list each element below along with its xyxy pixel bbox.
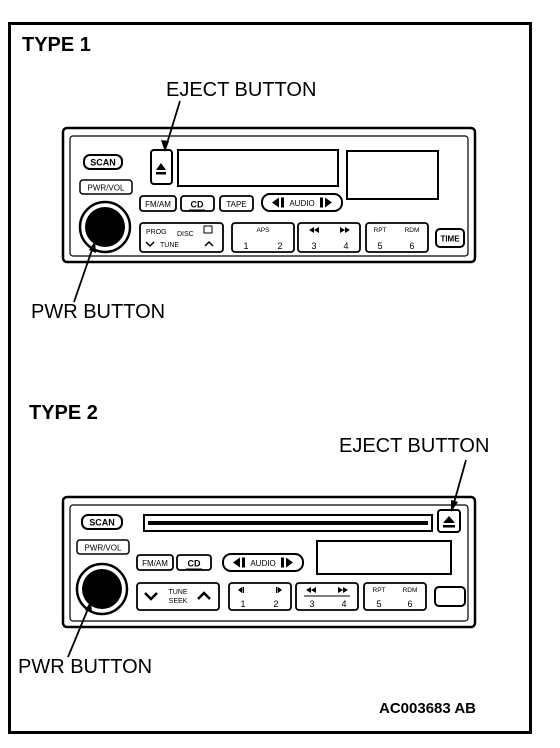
svg-text:PWR/VOL: PWR/VOL (85, 544, 122, 553)
type2-pwr-vol-label-box: PWR/VOL (76, 539, 130, 555)
type2-scan-button[interactable]: SCAN (81, 514, 123, 530)
type1-time-button[interactable]: TIME (435, 228, 465, 248)
type2-audio-button[interactable]: AUDIO (222, 553, 304, 572)
type1-pwr-vol-label-box: PWR/VOL (79, 179, 133, 195)
type2-preset-4: 4 (341, 599, 346, 609)
type1-eject-button[interactable] (150, 149, 173, 185)
type1-fm-am-button[interactable]: FM/AM (139, 195, 177, 212)
svg-text:DISC: DISC (177, 231, 194, 238)
svg-text:SCAN: SCAN (89, 518, 115, 528)
figure-id: AC003683 AB (379, 700, 476, 717)
svg-text:RPT: RPT (374, 227, 387, 234)
type1-preset-3: 3 (311, 241, 316, 251)
type1-prog-tune-button[interactable]: PROG DISC TUNE (139, 222, 224, 253)
svg-text:CD: CD (191, 200, 204, 210)
type2-preset-group-5-6[interactable]: RPT RDM 5 6 (363, 582, 427, 611)
type2-preset-1: 1 (240, 599, 245, 609)
svg-text:CD: CD (188, 559, 201, 569)
svg-text:TUNE: TUNE (168, 589, 187, 596)
svg-text:RDM: RDM (403, 587, 418, 594)
type1-scan-button[interactable]: SCAN (83, 154, 123, 170)
type2-fm-am-button[interactable]: FM/AM (136, 554, 174, 571)
type1-cd-button[interactable]: CD (180, 195, 215, 212)
svg-text:PROG: PROG (146, 229, 167, 236)
type1-eject-label: EJECT BUTTON (166, 79, 317, 101)
type2-eject-label: EJECT BUTTON (339, 435, 490, 457)
type2-pwr-label: PWR BUTTON (18, 656, 153, 678)
type1-leader-lines (73, 100, 181, 303)
svg-text:TAPE: TAPE (226, 200, 246, 209)
svg-text:AUDIO: AUDIO (250, 559, 275, 568)
svg-text:SEEK: SEEK (169, 598, 188, 605)
svg-text:APS: APS (256, 227, 270, 234)
type1-heading: TYPE 1 (22, 34, 91, 56)
type2-preset-5: 5 (376, 599, 381, 609)
svg-text:TIME: TIME (440, 235, 460, 244)
svg-text:TUNE: TUNE (160, 242, 179, 249)
svg-text:FM/AM: FM/AM (145, 200, 171, 209)
type2-preset-group-3-4[interactable]: 3 4 (295, 582, 359, 611)
type1-tape-button[interactable]: TAPE (219, 195, 254, 212)
type1-audio-button[interactable]: AUDIO (261, 193, 343, 212)
svg-text:PWR/VOL: PWR/VOL (88, 184, 125, 193)
svg-text:RPT: RPT (373, 587, 386, 594)
type2-preset-group-1-2[interactable]: 1 2 (228, 582, 292, 611)
type1-preset-5: 5 (377, 241, 382, 251)
type1-pwr-label: PWR BUTTON (31, 301, 166, 323)
type2-tune-seek-button[interactable]: TUNE SEEK (136, 582, 220, 611)
type1-preset-4: 4 (343, 241, 348, 251)
type1-preset-6: 6 (409, 241, 414, 251)
type1-preset-2: 2 (277, 241, 282, 251)
type2-cd-button[interactable]: CD (176, 554, 212, 571)
type1-preset-group-1-2[interactable]: APS 1 2 (231, 222, 295, 253)
type1-pwr-knob[interactable] (78, 200, 132, 254)
svg-text:SCAN: SCAN (90, 158, 116, 168)
type2-pwr-knob[interactable] (75, 562, 129, 616)
svg-text:FM/AM: FM/AM (142, 559, 168, 568)
type2-preset-6: 6 (407, 599, 412, 609)
figure-frame (8, 22, 532, 734)
type2-preset-2: 2 (273, 599, 278, 609)
type2-radio-unit: SCAN PWR/VOL FM/AM CD AUDIO (61, 495, 477, 629)
svg-text:RDM: RDM (405, 227, 420, 234)
type2-eject-button[interactable] (437, 509, 461, 533)
svg-text:AUDIO: AUDIO (289, 199, 314, 208)
type2-blank-button[interactable] (434, 586, 466, 607)
type1-preset-group-5-6[interactable]: RPT RDM 5 6 (365, 222, 429, 253)
type2-leader-lines (67, 459, 467, 658)
type1-radio-unit: SCAN PWR/VOL FM/AM CD TAPE (61, 126, 477, 264)
type2-heading: TYPE 2 (29, 402, 98, 424)
type2-preset-3: 3 (309, 599, 314, 609)
type1-preset-1: 1 (243, 241, 248, 251)
type1-preset-group-3-4[interactable]: 3 4 (297, 222, 361, 253)
